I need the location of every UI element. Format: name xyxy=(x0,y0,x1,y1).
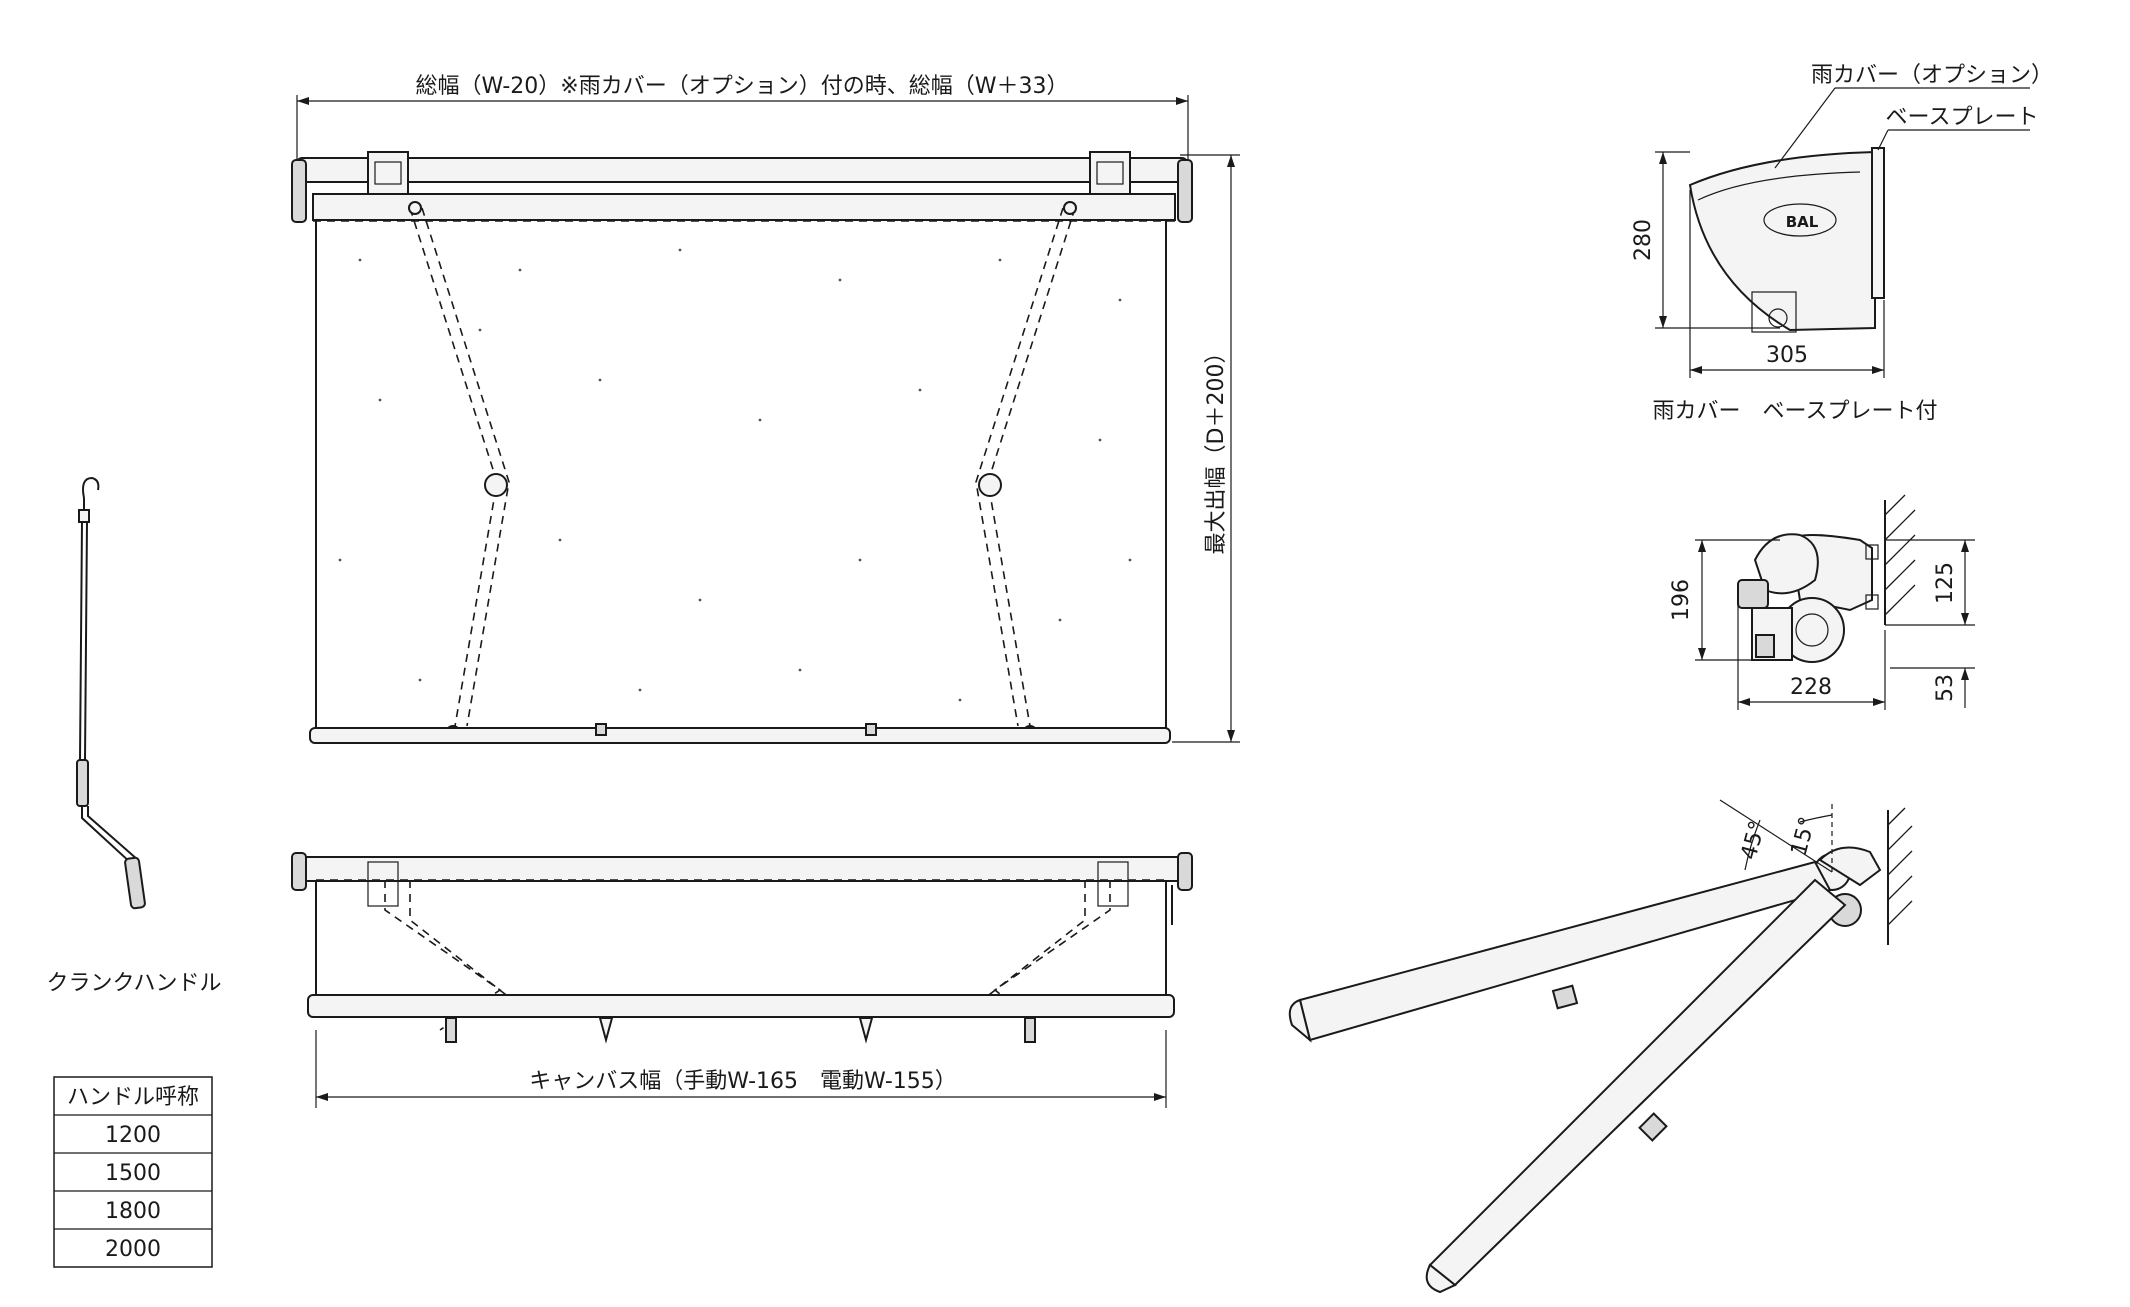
dimension-196: 196 xyxy=(1669,579,1694,621)
table-row: 1500 xyxy=(105,1161,161,1186)
front-view: キャンバス幅（手動W-165 電動W-155） xyxy=(291,852,1193,1108)
crank-handle-label: クランクハンドル xyxy=(47,971,222,996)
base-plate-label: ベースプレート xyxy=(1886,105,2039,130)
overall-width-label: 総幅（W-20）※雨カバー（オプション）付の時、総幅（W＋33） xyxy=(416,74,1069,99)
inclination-view: 45° 15° xyxy=(1288,799,1913,1294)
canvas-width-label: キャンバス幅（手動W-165 電動W-155） xyxy=(529,1069,957,1094)
dimension-280: 280 xyxy=(1631,219,1656,261)
handle-size-table: ハンドル呼称 1200 1500 1800 2000 xyxy=(53,1076,213,1268)
angle-15-label: 15° xyxy=(1787,814,1821,858)
table-row: 2000 xyxy=(105,1237,161,1262)
dimension-305: 305 xyxy=(1766,343,1808,368)
table-row: 1200 xyxy=(105,1123,161,1148)
top-view: 総幅（W-20）※雨カバー（オプション）付の時、総幅（W＋33） xyxy=(291,74,1240,744)
dimension-53: 53 xyxy=(1933,674,1958,702)
dimension-125: 125 xyxy=(1933,562,1958,604)
rain-cover-caption: 雨カバー ベースプレート付 xyxy=(1653,399,1938,424)
dimension-228: 228 xyxy=(1790,675,1832,700)
max-projection-label: 最大出幅（D＋200） xyxy=(1204,342,1229,555)
rain-cover-option-label: 雨カバー（オプション） xyxy=(1811,63,2053,88)
crank-handle: クランクハンドル xyxy=(47,476,222,996)
angle-45-label: 45° xyxy=(1737,818,1771,862)
table-header: ハンドル呼称 xyxy=(67,1085,199,1110)
rain-cover-view: BAL 雨カバー（オプション） ベースプレート 280 305 雨カバー ベース… xyxy=(1631,63,2053,424)
bracket-view: 196 228 125 53 xyxy=(1669,494,1975,710)
rain-cover-logo: BAL xyxy=(1786,213,1819,231)
canvas-dots xyxy=(338,248,1132,702)
table-row: 1800 xyxy=(105,1199,161,1224)
